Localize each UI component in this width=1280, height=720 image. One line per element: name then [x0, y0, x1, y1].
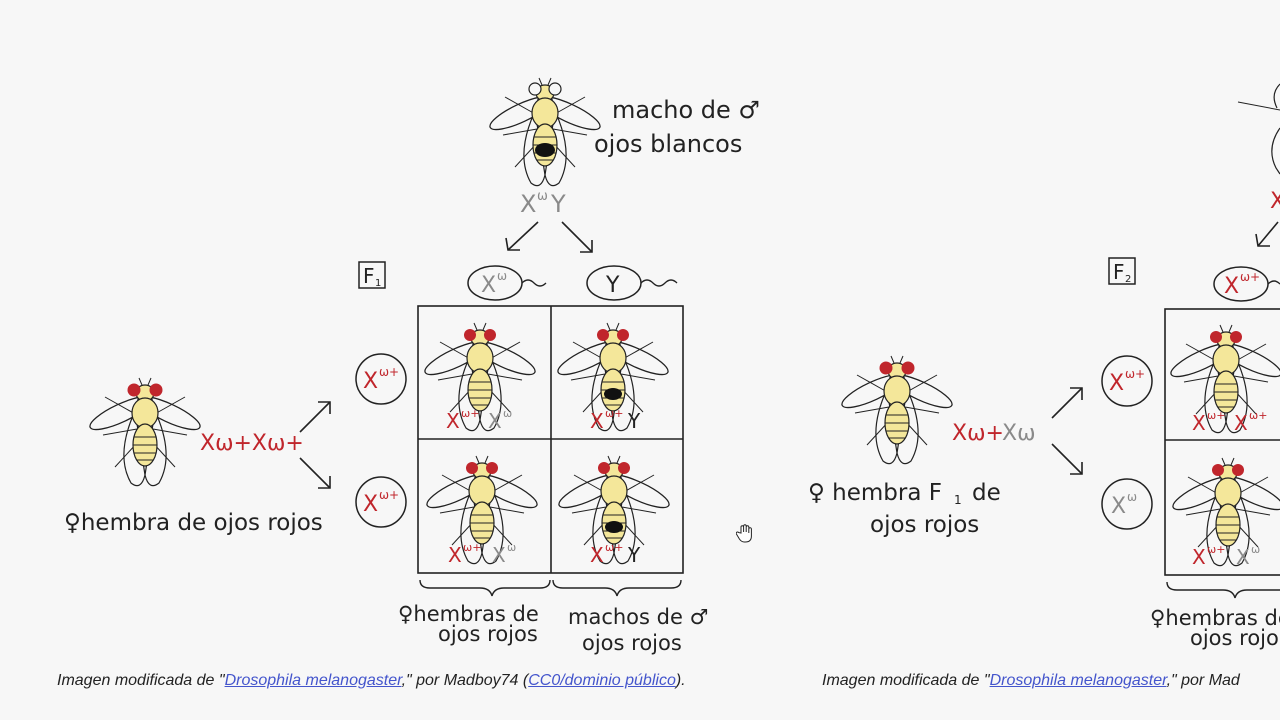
female-gamete-2: X ω+	[355, 476, 407, 528]
svg-text:F: F	[1113, 260, 1125, 284]
svg-text:X: X	[1111, 494, 1126, 519]
svg-text:X: X	[363, 492, 378, 517]
svg-text:X: X	[590, 543, 604, 567]
svg-text:1: 1	[375, 278, 381, 289]
svg-text:X: X	[488, 409, 502, 433]
svg-text:X: X	[1236, 545, 1250, 569]
svg-text:ω: ω	[503, 407, 512, 420]
female-gamete-right-1: X ω+	[1101, 355, 1153, 407]
svg-text:ω+: ω+	[463, 541, 481, 554]
punnett-square-f1: X ω+ X ω X ω+ Y X ω+ X ω X ω+ Y	[417, 305, 684, 574]
svg-text:ω+: ω+	[1249, 409, 1267, 422]
svg-text:X: X	[1192, 411, 1206, 435]
license-link[interactable]: CC0/dominio público	[528, 672, 676, 689]
svg-text:X: X	[492, 543, 506, 567]
female-fly-f1	[837, 355, 957, 465]
svg-text:ω+: ω+	[379, 488, 399, 502]
arrow-icon	[505, 221, 593, 253]
svg-text:X: X	[1192, 545, 1206, 569]
svg-text:ω+: ω+	[605, 541, 623, 554]
svg-text:X: X	[481, 273, 496, 298]
svg-text:ω+: ω+	[1207, 543, 1225, 556]
male-label-line1: macho de ♂	[612, 96, 760, 124]
males-result-line2: ojos rojos	[582, 631, 682, 655]
male-genotype: X ω Y	[520, 189, 566, 218]
image-credit-caption-right: Imagen modificada de "Drosophila melanog…	[822, 672, 1240, 689]
svg-text:ω: ω	[507, 541, 516, 554]
male-label-line2: ojos blancos	[594, 130, 742, 158]
male-fly-white-eyes	[485, 77, 605, 187]
hand-cursor-icon	[736, 524, 752, 543]
svg-text:X: X	[1224, 274, 1239, 299]
svg-text:ω: ω	[1127, 490, 1137, 504]
svg-text:X: X	[1234, 411, 1248, 435]
punnett-square-f2: X ω+ X ω+ X ω+ X ω	[1164, 308, 1280, 576]
punnett-cell: X ω+ X ω	[422, 455, 542, 567]
arrow-icon	[1051, 387, 1083, 475]
generation-label-f1: F 1	[358, 261, 386, 289]
svg-text:X: X	[1109, 371, 1124, 396]
punnett-cell: X ω+ X ω+	[1166, 324, 1280, 435]
male-fly-partial: X	[1237, 83, 1280, 247]
svg-text:X: X	[520, 190, 536, 218]
svg-text:ω: ω	[1251, 543, 1260, 556]
svg-text:X: X	[590, 409, 604, 433]
source-link[interactable]: Drosophila melanogaster	[224, 672, 402, 689]
svg-text:X: X	[448, 543, 462, 567]
arrow-icon	[299, 401, 331, 489]
brace-females-right	[1166, 581, 1280, 599]
punnett-cell: X ω+ Y	[554, 455, 674, 567]
svg-text:X: X	[446, 409, 460, 433]
punnett-cell: X ω+ Y	[553, 322, 673, 433]
females-result-line1: ♀hembras de	[398, 602, 539, 626]
female-genotype-right-b: Xω	[1002, 421, 1036, 446]
svg-text:2: 2	[1125, 274, 1131, 285]
svg-text:ω+: ω+	[605, 407, 623, 420]
male-gamete-y: Y	[586, 265, 678, 301]
svg-text:X: X	[1270, 189, 1280, 214]
female-f1-label-line1: ♀ hembra F	[808, 480, 942, 506]
svg-text:ω+: ω+	[379, 365, 399, 379]
female-fly-red-eyes	[85, 377, 205, 487]
male-gamete-x: X ω	[467, 265, 547, 301]
females-result-line2: ojos rojos	[438, 622, 538, 646]
svg-text:Y: Y	[627, 543, 641, 567]
top-gamete-right: X ω+	[1213, 266, 1280, 302]
males-result-line1: machos de ♂	[568, 605, 708, 629]
image-credit-caption: Imagen modificada de "Drosophila melanog…	[57, 672, 686, 689]
svg-text:Y: Y	[605, 273, 620, 298]
svg-text:ω: ω	[497, 269, 507, 283]
female-genotype-right-a: Xω+	[952, 421, 1004, 446]
female-genotype: Xω+Xω+	[200, 431, 304, 456]
svg-text:ω+: ω+	[1240, 270, 1260, 284]
source-link-right[interactable]: Drosophila melanogaster	[989, 672, 1167, 689]
svg-text:ω+: ω+	[1125, 367, 1145, 381]
brace-males	[552, 579, 682, 597]
brace-females	[419, 579, 551, 597]
female-label: ♀hembra de ojos rojos	[64, 510, 323, 536]
female-f1-label-sub: 1	[954, 493, 962, 507]
punnett-cell: X ω+ X ω	[1168, 457, 1280, 569]
punnett-cell: X ω+ X ω	[420, 322, 540, 433]
females-result-right-line1: ♀hembras de	[1150, 606, 1280, 630]
female-gamete-1: X ω+	[355, 353, 407, 405]
svg-text:Y: Y	[550, 190, 566, 218]
svg-text:ω: ω	[537, 189, 548, 204]
female-f1-label-line2: ojos rojos	[870, 512, 979, 538]
svg-text:ω+: ω+	[1207, 409, 1225, 422]
female-f1-label-de: de	[972, 480, 1001, 506]
svg-text:ω+: ω+	[461, 407, 479, 420]
female-gamete-right-2: X ω	[1101, 478, 1153, 530]
svg-text:F: F	[363, 264, 375, 288]
svg-text:X: X	[363, 369, 378, 394]
svg-text:Y: Y	[627, 409, 641, 433]
females-result-right-line2: ojos rojos	[1190, 626, 1280, 650]
generation-label-f2: F 2	[1108, 257, 1136, 285]
